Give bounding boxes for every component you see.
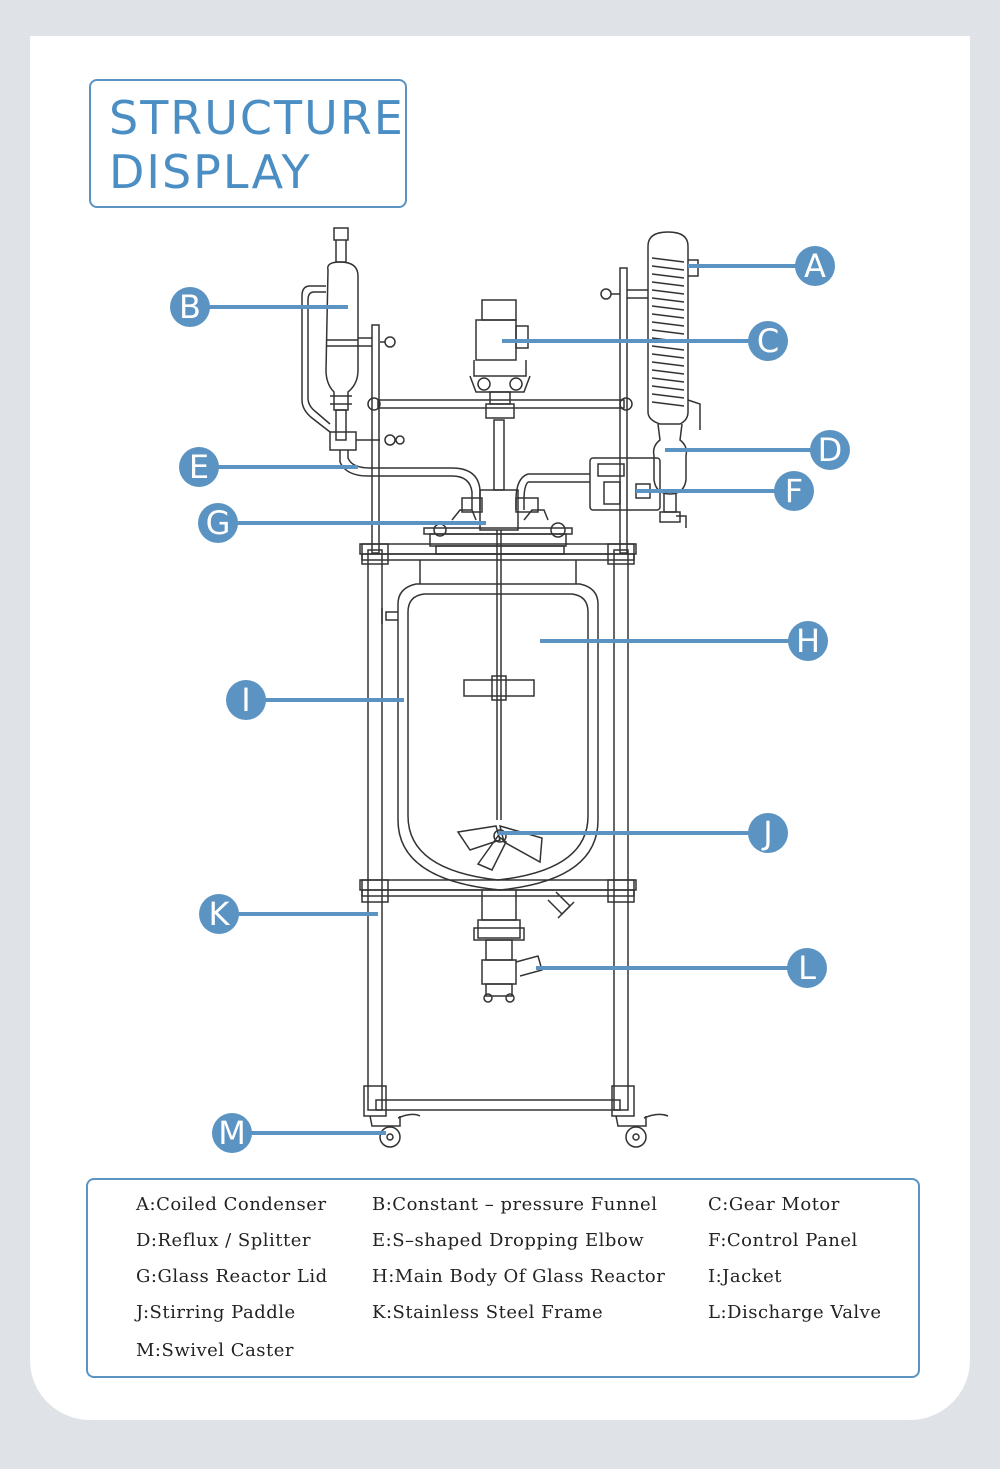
callout-letter: G <box>206 504 231 542</box>
discharge-valve <box>473 919 543 1003</box>
callout-e: E <box>179 447 358 487</box>
reflux-splitter <box>652 423 688 528</box>
swivel-casters <box>369 1113 669 1148</box>
callout-letter: F <box>785 472 803 510</box>
callout-letter: D <box>818 431 843 469</box>
callout-badge <box>774 471 814 511</box>
callout-letter: E <box>189 448 209 486</box>
s-shaped-dropping-elbow <box>339 450 481 510</box>
legend-item: C:Gear Motor <box>708 1194 840 1215</box>
legend-item: G:Glass Reactor Lid <box>136 1266 328 1287</box>
callout-letter: K <box>209 895 231 933</box>
callout-letter: A <box>804 247 826 285</box>
callout-k: K <box>199 894 378 934</box>
legend-item: J:Stirring Paddle <box>136 1302 296 1323</box>
legend-item: E:S–shaped Dropping Elbow <box>372 1230 645 1251</box>
callout-badge <box>748 321 788 361</box>
callout-m: M <box>212 1113 386 1153</box>
callout-h: H <box>540 621 828 661</box>
control-panel <box>515 457 661 511</box>
callout-b: B <box>170 287 348 327</box>
callout-letter: M <box>218 1114 246 1152</box>
reactor-linework <box>301 227 701 1148</box>
callout-i: I <box>226 680 404 720</box>
callout-badge <box>179 447 219 487</box>
callout-letter: C <box>757 322 779 360</box>
callout-c: C <box>502 321 788 361</box>
legend-item: F:Control Panel <box>708 1230 858 1251</box>
callout-badge <box>748 813 788 853</box>
legend-item: A:Coiled Condenser <box>136 1194 327 1215</box>
legend-box: A:Coiled Condenser B:Constant – pressure … <box>86 1178 920 1378</box>
legend-item: B:Constant – pressure Funnel <box>372 1194 658 1215</box>
callout-badge <box>199 894 239 934</box>
title-line-1: STRUCTURE <box>109 91 405 145</box>
callout-a: A <box>688 246 835 286</box>
callout-badge <box>787 948 827 988</box>
callout-letter: I <box>241 681 250 719</box>
callout-badge <box>198 503 238 543</box>
legend-item: I:Jacket <box>708 1266 782 1287</box>
legend-item: M:Swivel Caster <box>136 1340 295 1361</box>
callout-d: D <box>665 430 850 470</box>
legend-item: L:Discharge Valve <box>708 1302 882 1323</box>
constant-pressure-funnel <box>301 227 405 451</box>
callout-g: G <box>198 503 486 543</box>
gear-motor <box>469 299 531 419</box>
callout-badge <box>226 680 266 720</box>
legend-item: D:Reflux / Splitter <box>136 1230 311 1251</box>
condenser-coils <box>651 257 685 407</box>
callout-letter: B <box>179 288 201 326</box>
title-box: STRUCTURE DISPLAY <box>89 79 407 208</box>
stainless-steel-frame <box>359 267 637 1117</box>
callout-f: F <box>636 471 814 511</box>
legend-item: H:Main Body Of Glass Reactor <box>372 1266 666 1287</box>
callout-badge <box>810 430 850 470</box>
callout-letter: L <box>798 949 816 987</box>
callout-badge <box>788 621 828 661</box>
reactor-vessel <box>381 560 599 921</box>
callout-badge <box>795 246 835 286</box>
title-line-2: DISPLAY <box>109 145 312 199</box>
callout-letter: J <box>761 814 772 852</box>
callout-letter: H <box>796 622 820 660</box>
callout-layer: A B C D E F G H I J K L M <box>170 246 850 1153</box>
callout-badge <box>212 1113 252 1153</box>
callout-l: L <box>536 948 827 988</box>
callout-j: J <box>498 813 788 853</box>
callout-badge <box>170 287 210 327</box>
legend-item: K:Stainless Steel Frame <box>372 1302 604 1323</box>
